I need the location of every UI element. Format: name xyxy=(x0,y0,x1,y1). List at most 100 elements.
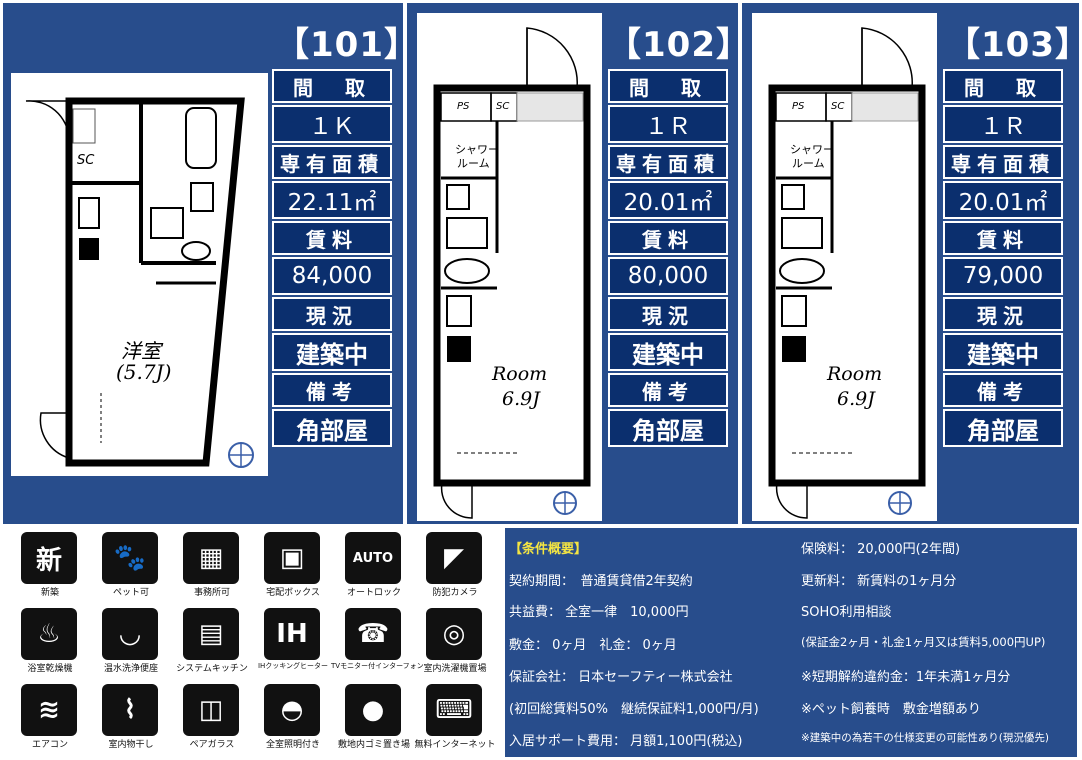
amenity-label: ペアガラス xyxy=(189,740,235,750)
amenity-new-build: 新新築 xyxy=(11,530,89,602)
tv-intercom-icon: ☎ xyxy=(345,608,401,660)
condition-right-5: ※短期解約違約金：1年未満1ヶ月分 xyxy=(801,670,1011,685)
new-build-icon: 新 xyxy=(21,532,77,584)
amenity-pair-glass: ◫ペアガラス xyxy=(173,682,251,754)
condition-left-4: 保証会社： 日本セーフティー株式会社 xyxy=(509,670,733,685)
amenity-garbage: ● 敷地内ゴミ置き場 xyxy=(335,682,413,754)
spec-value-notes: 角部屋 xyxy=(943,409,1063,447)
lighting-icon: ◓ xyxy=(264,684,320,736)
amenity-laundry: ◎ 室内洗濯機置場 xyxy=(416,606,494,678)
amenity-label: 温水洗浄便座 xyxy=(103,664,158,674)
system-kitchen-icon: ▤ xyxy=(183,608,239,660)
amenity-washlet: ◡ 温水洗浄便座 xyxy=(92,606,170,678)
amenity-pet: 🐾 ペット可 xyxy=(92,530,170,602)
unit-title: 【103】 xyxy=(946,25,1082,65)
spec-label-area: 専有面積 xyxy=(608,145,728,179)
amenity-air-conditioner: ≋エアコン xyxy=(11,682,89,754)
unit-title: 【101】 xyxy=(275,25,419,65)
sc-label: SC xyxy=(831,101,845,112)
amenity-bath-dryer: ♨ 浴室乾燥機 xyxy=(11,606,89,678)
pet-icon: 🐾 xyxy=(102,532,158,584)
condition-left-3: 敷金： 0ヶ月 礼金： 0ヶ月 xyxy=(509,638,677,653)
amenity-label: 防犯カメラ xyxy=(432,588,478,598)
condition-left-1: 契約期間： 普通賃貸借2年契約 xyxy=(509,574,693,589)
condition-right-7: ※建築中の為若干の仕様変更の可能性あり(現況優先) xyxy=(801,732,1049,744)
room-label: Room xyxy=(827,363,883,385)
security-camera-icon: ◤ xyxy=(426,532,482,584)
spec-value-status: 建築中 xyxy=(943,333,1063,371)
ps-label: PS xyxy=(792,101,805,112)
spec-value-area: 20.01㎡ xyxy=(943,181,1063,219)
amenity-label: 全室照明付き xyxy=(265,740,320,750)
condition-right-1: 保険料： 20,000円(2年間) xyxy=(801,542,961,557)
laundry-icon: ◎ xyxy=(426,608,482,660)
room-size: 6.9J xyxy=(502,388,540,410)
washlet-icon: ◡ xyxy=(102,608,158,660)
condition-right-3: SOHO利用相談 xyxy=(801,605,892,620)
floor-plan-drawing xyxy=(768,27,926,519)
amenity-system-kitchen: ▤システムキッチン xyxy=(173,606,251,678)
amenity-office: ▦ 事務所可 xyxy=(173,530,251,602)
amenity-label: TVモニター付インターフォン xyxy=(331,662,424,670)
spec-value-rent: 79,000 xyxy=(943,257,1063,295)
office-icon: ▦ xyxy=(183,532,239,584)
spec-label-notes: 備考 xyxy=(272,373,392,407)
unit-title: 【102】 xyxy=(607,25,751,65)
condition-left-2: 共益費： 全室一律 10,000円 xyxy=(509,605,689,620)
bath-dryer-icon: ♨ xyxy=(21,608,77,660)
spec-value-layout: １Ｋ xyxy=(272,105,392,143)
spec-value-status: 建築中 xyxy=(272,333,392,371)
room-size: (5.7J) xyxy=(116,360,172,384)
sc-label: SC xyxy=(496,101,510,112)
unit-103-panel: 【103】 PS SC シャワー ルーム Room 6.9J xyxy=(742,3,1082,524)
spec-label-notes: 備考 xyxy=(608,373,728,407)
amenity-tv-intercom: ☎ TVモニター付インターフォン xyxy=(331,606,424,678)
condition-right-2: 更新料： 新賃料の1ヶ月分 xyxy=(801,574,957,589)
amenity-label: 無料インターネット xyxy=(414,740,496,750)
room-label: Room xyxy=(492,363,548,385)
amenity-internet: ⌨ 無料インターネット xyxy=(414,682,496,754)
spec-label-notes: 備考 xyxy=(943,373,1063,407)
floor-plan-drawing xyxy=(25,97,254,468)
amenity-label: 室内物干し xyxy=(108,740,154,750)
amenity-label: 室内洗濯機置場 xyxy=(423,664,487,674)
ps-label: PS xyxy=(457,101,470,112)
amenity-label: 新築 xyxy=(40,588,59,598)
room-size: 6.9J xyxy=(837,388,875,410)
spec-value-notes: 角部屋 xyxy=(608,409,728,447)
air-conditioner-icon: ≋ xyxy=(21,684,77,736)
amenity-label: ペット可 xyxy=(112,588,149,598)
amenity-label: 敷地内ゴミ置き場 xyxy=(337,740,410,750)
spec-label-rent: 賃料 xyxy=(943,221,1063,255)
spec-value-notes: 角部屋 xyxy=(272,409,392,447)
amenity-lighting: ◓ 全室照明付き xyxy=(254,682,332,754)
garbage-icon: ● xyxy=(345,684,401,736)
amenity-security-camera: ◤ 防犯カメラ xyxy=(416,530,494,602)
amenity-label: 浴室乾燥機 xyxy=(27,664,73,674)
amenity-label: オートロック xyxy=(346,588,401,598)
floor-plan-drawing xyxy=(433,27,591,519)
floor-plan-102: PS SC シャワー ルーム Room 6.9J xyxy=(417,13,602,521)
unit-102-panel: 【102】 PS SC シャワー ルーム Room 6.9J xyxy=(407,3,750,524)
amenity-delivery-box: ▣ 宅配ボックス xyxy=(254,530,332,602)
spec-label-rent: 賃料 xyxy=(272,221,392,255)
floor-plan-103: PS SC シャワー ルーム Room 6.9J xyxy=(752,13,937,521)
amenity-label: 宅配ボックス xyxy=(266,588,320,598)
ih-heater-icon: IH xyxy=(264,608,320,660)
internet-icon: ⌨ xyxy=(426,684,482,736)
condition-right-6: ※ペット飼養時 敷金増額あり xyxy=(801,702,981,717)
spec-label-layout: 間 取 xyxy=(608,69,728,103)
amenity-label: 事務所可 xyxy=(193,588,230,598)
shower-label-2: ルーム xyxy=(457,157,490,170)
spec-label-layout: 間 取 xyxy=(272,69,392,103)
conditions-heading: 【条件概要】 xyxy=(509,542,588,557)
shower-label-2: ルーム xyxy=(792,157,825,170)
spec-label-rent: 賃料 xyxy=(608,221,728,255)
delivery-box-icon: ▣ xyxy=(264,532,320,584)
spec-value-area: 20.01㎡ xyxy=(608,181,728,219)
spec-value-rent: 84,000 xyxy=(272,257,392,295)
unit-101-panel: 【101】 洋室 (5.7J) SC 間 取 １Ｋ 専有面積 xyxy=(3,3,418,524)
